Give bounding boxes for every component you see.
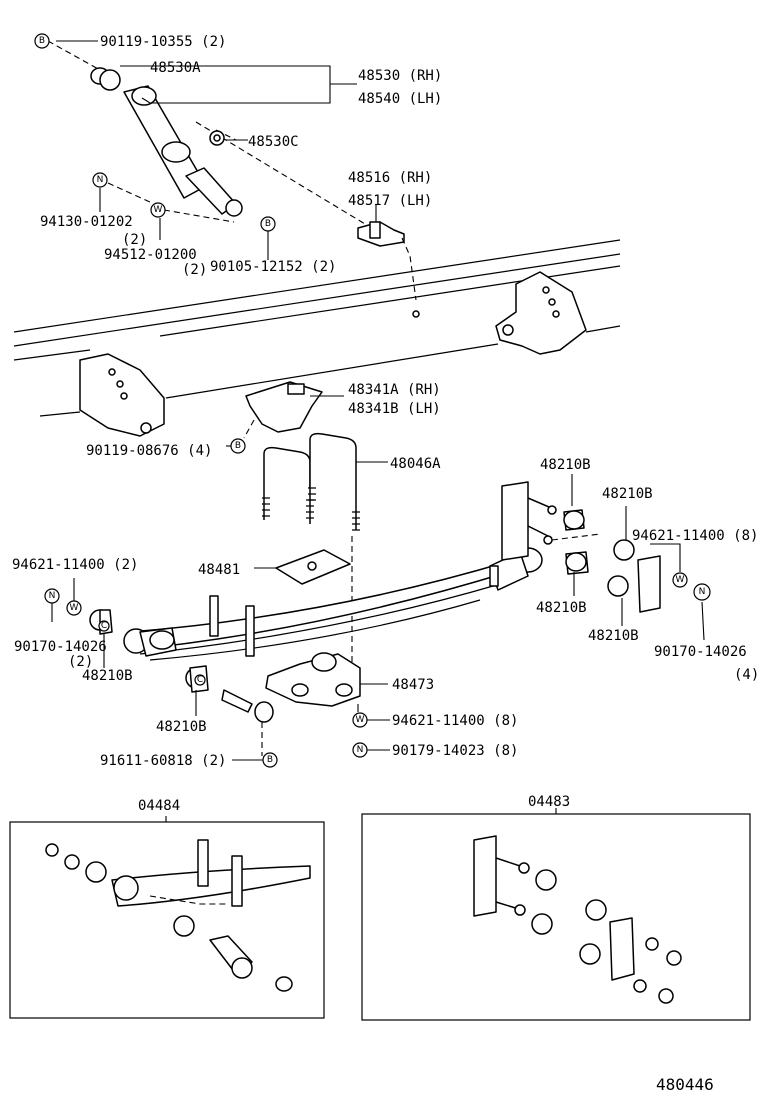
label-90179-14023: 90179-14023 (8)	[392, 743, 518, 759]
washer-marker: W	[66, 600, 82, 616]
bolt-marker: B	[230, 438, 246, 454]
bolt-marker: B	[262, 752, 278, 768]
label-48210B-upper-right: 48210B	[602, 486, 653, 502]
bolt-marker: B	[34, 33, 50, 49]
nut-marker: N	[693, 583, 711, 601]
label-90170-14026-right: 90170-14026	[654, 644, 747, 660]
label-94621-11400-2: 94621-11400 (2)	[12, 557, 138, 573]
leaf-spring	[123, 547, 543, 661]
label-48046A: 48046A	[390, 456, 441, 472]
svg-text:B: B	[265, 219, 271, 229]
spring-seat	[265, 652, 388, 712]
front-hanger-hardware	[51, 578, 274, 756]
label-90170-14026-left: 90170-14026	[14, 639, 107, 655]
label-90119-10355: 90119-10355 (2)	[100, 34, 226, 50]
label-48530-rh: 48530 (RH)	[358, 68, 442, 84]
label-90105-12152: 90105-12152 (2)	[210, 259, 336, 275]
svg-text:C: C	[101, 621, 107, 631]
label-90170-14026-right-qty: (4)	[734, 667, 759, 683]
spring-shackle	[501, 474, 705, 641]
diagram-id: 480446	[656, 1075, 714, 1094]
svg-text:W: W	[356, 715, 365, 725]
label-48210B-left: 48210B	[82, 668, 133, 684]
svg-text:N: N	[357, 745, 364, 755]
spring-pad	[254, 549, 351, 585]
svg-text:B: B	[235, 441, 241, 451]
label-48473: 48473	[392, 677, 434, 693]
u-bolts	[262, 432, 388, 680]
kit-04484-box	[9, 816, 325, 1019]
shock-mount-bracket	[357, 205, 420, 318]
vehicle-frame	[13, 239, 621, 437]
label-48341B-lh: 48341B (LH)	[348, 401, 441, 417]
label-94130-01202: 94130-01202	[40, 214, 133, 230]
label-94621-11400-8-seat: 94621-11400 (8)	[392, 713, 518, 729]
label-94130-qty: (2)	[122, 232, 147, 248]
washer-marker: W	[672, 572, 688, 588]
spring-bumper	[243, 381, 344, 439]
label-48516-rh: 48516 (RH)	[348, 170, 432, 186]
label-48210B-mid-right: 48210B	[536, 600, 587, 616]
label-90119-08676: 90119-08676 (4)	[86, 443, 212, 459]
label-48530C: 48530C	[248, 134, 299, 150]
label-48481: 48481	[198, 562, 240, 578]
label-90170-14026-left-qty: (2)	[68, 654, 93, 670]
label-48530A: 48530A	[150, 60, 201, 76]
svg-text:N: N	[49, 591, 56, 601]
shock-absorber	[47, 40, 376, 231]
nut-marker: N	[44, 588, 60, 604]
label-48210B-top: 48210B	[540, 457, 591, 473]
svg-text:B: B	[39, 36, 45, 46]
label-94512-qty: (2)	[182, 262, 207, 278]
cap-marker: C	[98, 620, 110, 632]
label-48517-lh: 48517 (LH)	[348, 193, 432, 209]
svg-text:C: C	[197, 675, 203, 685]
label-94621-11400-8-rear: 94621-11400 (8)	[632, 528, 758, 544]
label-91611-60818: 91611-60818 (2)	[100, 753, 226, 769]
label-kit-04483: 04483	[528, 794, 570, 810]
label-94512-01200: 94512-01200	[104, 247, 197, 263]
kit-04483-box	[361, 808, 751, 1021]
nut-marker: N	[352, 742, 368, 758]
svg-text:N: N	[97, 175, 104, 185]
label-48210B-bottom: 48210B	[156, 719, 207, 735]
svg-text:B: B	[267, 755, 273, 765]
nut-marker: N	[92, 172, 108, 188]
cap-marker: C	[194, 674, 206, 686]
svg-text:W: W	[676, 575, 685, 585]
bolt-marker: B	[260, 216, 276, 232]
washer-marker: W	[150, 202, 166, 218]
label-kit-04484: 04484	[138, 798, 180, 814]
svg-text:W: W	[70, 603, 79, 613]
label-48341A-rh: 48341A (RH)	[348, 382, 441, 398]
label-48540-lh: 48540 (LH)	[358, 91, 442, 107]
label-48210B-lower-right: 48210B	[588, 628, 639, 644]
washer-marker: W	[352, 712, 368, 728]
svg-text:N: N	[699, 587, 706, 597]
svg-text:W: W	[154, 205, 163, 215]
